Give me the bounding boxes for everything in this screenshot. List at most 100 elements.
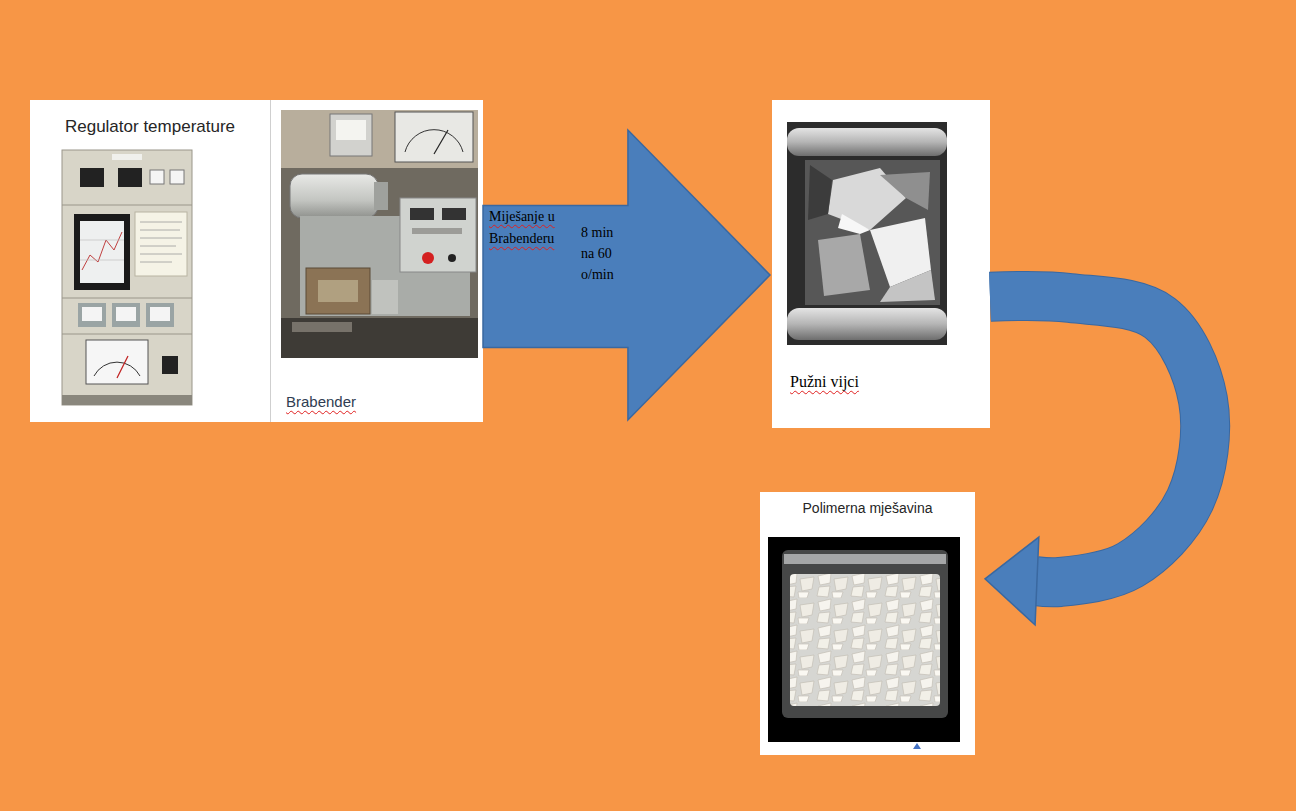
- process-arrow: Miješanje u Brabenderu8 min na 60 o/min: [483, 130, 770, 420]
- screw-elements-photo: [787, 122, 947, 345]
- regulator-cabinet-photo-part: [74, 214, 130, 290]
- regulator-cabinet-photo-part: [62, 395, 192, 405]
- equipment-panel: Regulator temperature: [30, 100, 276, 422]
- flow-arrow-outline: [990, 296, 1205, 582]
- screw-elements-photo-part: [880, 172, 930, 210]
- polymer-blend-photo-part: [790, 574, 940, 706]
- panel-title: Polimerna mješavina: [760, 500, 975, 518]
- equipment-panel: Brabender: [270, 100, 483, 422]
- flow-arrow-body: [990, 296, 1205, 582]
- regulator-cabinet-photo-part: [80, 221, 124, 283]
- regulator-cabinet-photo-part: [135, 212, 187, 276]
- regulator-cabinet-photo-part: [112, 154, 142, 160]
- regulator-cabinet-photo-part: [94, 362, 140, 376]
- regulator-cabinet-photo-part: [140, 254, 182, 255]
- equipment-panel: Pužni vijci: [772, 100, 990, 428]
- brabender-machine-photo-part: [410, 208, 434, 220]
- brabender-machine-photo-part: [448, 254, 456, 262]
- regulator-cabinet-photo-part: [112, 303, 140, 327]
- polymer-blend-photo: [768, 537, 960, 749]
- regulator-cabinet-photo-part: [140, 246, 176, 247]
- photo-panels: [30, 100, 990, 755]
- photo-panels-part: [270, 100, 483, 422]
- regulator-cabinet-photo: [62, 150, 192, 405]
- brabender-machine-photo-part: [372, 280, 398, 314]
- brabender-machine-photo-part: [400, 198, 476, 272]
- regulator-cabinet-photo-part: [162, 356, 178, 374]
- polymer-blend-photo-part: [782, 550, 948, 718]
- polymer-blend-photo-part: [784, 554, 946, 564]
- arrowhead: [985, 537, 1039, 625]
- brabender-machine-photo-part: [281, 110, 478, 358]
- screw-elements-photo-part: [880, 270, 935, 302]
- regulator-cabinet-photo-part: [150, 307, 170, 321]
- brabender-machine-photo: [281, 110, 478, 358]
- brabender-machine-photo-part: [330, 114, 372, 156]
- flow-arrow: [985, 296, 1205, 625]
- screw-elements-photo-part: [787, 308, 947, 340]
- regulator-cabinet-photo-part: [150, 170, 164, 184]
- regulator-cabinet-photo-part: [82, 307, 102, 321]
- regulator-cabinet-photo-part: [80, 260, 124, 261]
- regulator-cabinet-photo-part: [140, 238, 182, 239]
- brabender-machine-photo-part: [442, 208, 466, 220]
- brabender-machine-photo-part: [412, 228, 462, 234]
- panel-title-slot: Polimerna mješavina: [760, 500, 975, 518]
- brabender-machine-photo-part: [405, 130, 463, 152]
- step-parameters-slot: 8 min na 60 o/min: [581, 222, 623, 285]
- panel-caption-slot: Pužni vijci: [790, 372, 970, 392]
- regulator-cabinet-photo-part: [86, 340, 148, 384]
- regulator-cabinet-photo-part: [62, 150, 192, 405]
- photo-panels-part: [772, 100, 990, 428]
- screw-elements-photo-part: [818, 234, 870, 296]
- polymer-blend-photo-part: [913, 743, 921, 749]
- brabender-machine-photo-part: [434, 130, 448, 154]
- regulator-cabinet-photo-part: [117, 356, 128, 378]
- step-parameters: 8 min na 60 o/min: [581, 222, 623, 285]
- brabender-machine-photo-part: [422, 252, 434, 264]
- brabender-machine-photo-part: [336, 120, 366, 140]
- screw-elements-photo-part: [838, 214, 870, 234]
- photo-panels-part: [270, 100, 271, 422]
- regulator-cabinet-photo-part: [80, 240, 124, 241]
- screw-elements-photo-part: [808, 165, 832, 220]
- panel-caption: Brabender: [286, 393, 466, 412]
- brabender-machine-photo-part: [306, 268, 370, 314]
- regulator-cabinet-photo-part: [78, 303, 106, 327]
- screw-elements-photo-part: [805, 160, 940, 305]
- panel-caption-slot: Brabender: [286, 393, 466, 412]
- step-label: Miješanje u Brabenderu: [489, 206, 573, 251]
- brabender-machine-photo-part: [374, 182, 388, 210]
- regulator-cabinet-photo-part: [118, 168, 142, 187]
- brabender-machine-photo-part: [281, 110, 478, 168]
- regulator-cabinet-photo-part: [140, 262, 172, 263]
- regulator-cabinet-photo-part: [82, 232, 122, 270]
- brabender-machine-photo-part: [290, 174, 378, 218]
- step-label-slot: Miješanje u Brabenderu: [489, 206, 573, 251]
- brabender-machine-photo-part: [395, 112, 473, 162]
- brabender-machine-photo-part: [318, 280, 358, 302]
- regulator-cabinet-photo-part: [80, 168, 104, 187]
- regulator-cabinet-photo-part: [170, 170, 184, 184]
- brabender-machine-photo-part: [281, 318, 478, 358]
- regulator-cabinet-photo-part: [140, 230, 180, 231]
- product-panel: Polimerna mješavina: [760, 492, 981, 755]
- regulator-cabinet-photo-part: [140, 222, 182, 223]
- panel-title-slot: Regulator temperature: [30, 116, 270, 137]
- regulator-cabinet-photo-part: [62, 298, 192, 299]
- arrow-shape: [483, 130, 770, 420]
- screw-elements-photo-part: [787, 122, 947, 345]
- panel-caption: Pužni vijci: [790, 372, 970, 392]
- panel-title: Regulator temperature: [30, 116, 270, 137]
- regulator-cabinet-photo-part: [116, 307, 136, 321]
- polymer-blend-photo-part: [768, 537, 960, 742]
- photo-panels-part: [760, 492, 975, 755]
- regulator-cabinet-photo-part: [62, 205, 192, 206]
- regulator-cabinet-photo-part: [146, 303, 174, 327]
- screw-elements-photo-part: [787, 128, 947, 156]
- brabender-machine-photo-part: [292, 322, 352, 332]
- arrow-shape: [483, 130, 770, 420]
- regulator-cabinet-photo-part: [62, 334, 192, 335]
- photo-panels-part: [30, 100, 270, 422]
